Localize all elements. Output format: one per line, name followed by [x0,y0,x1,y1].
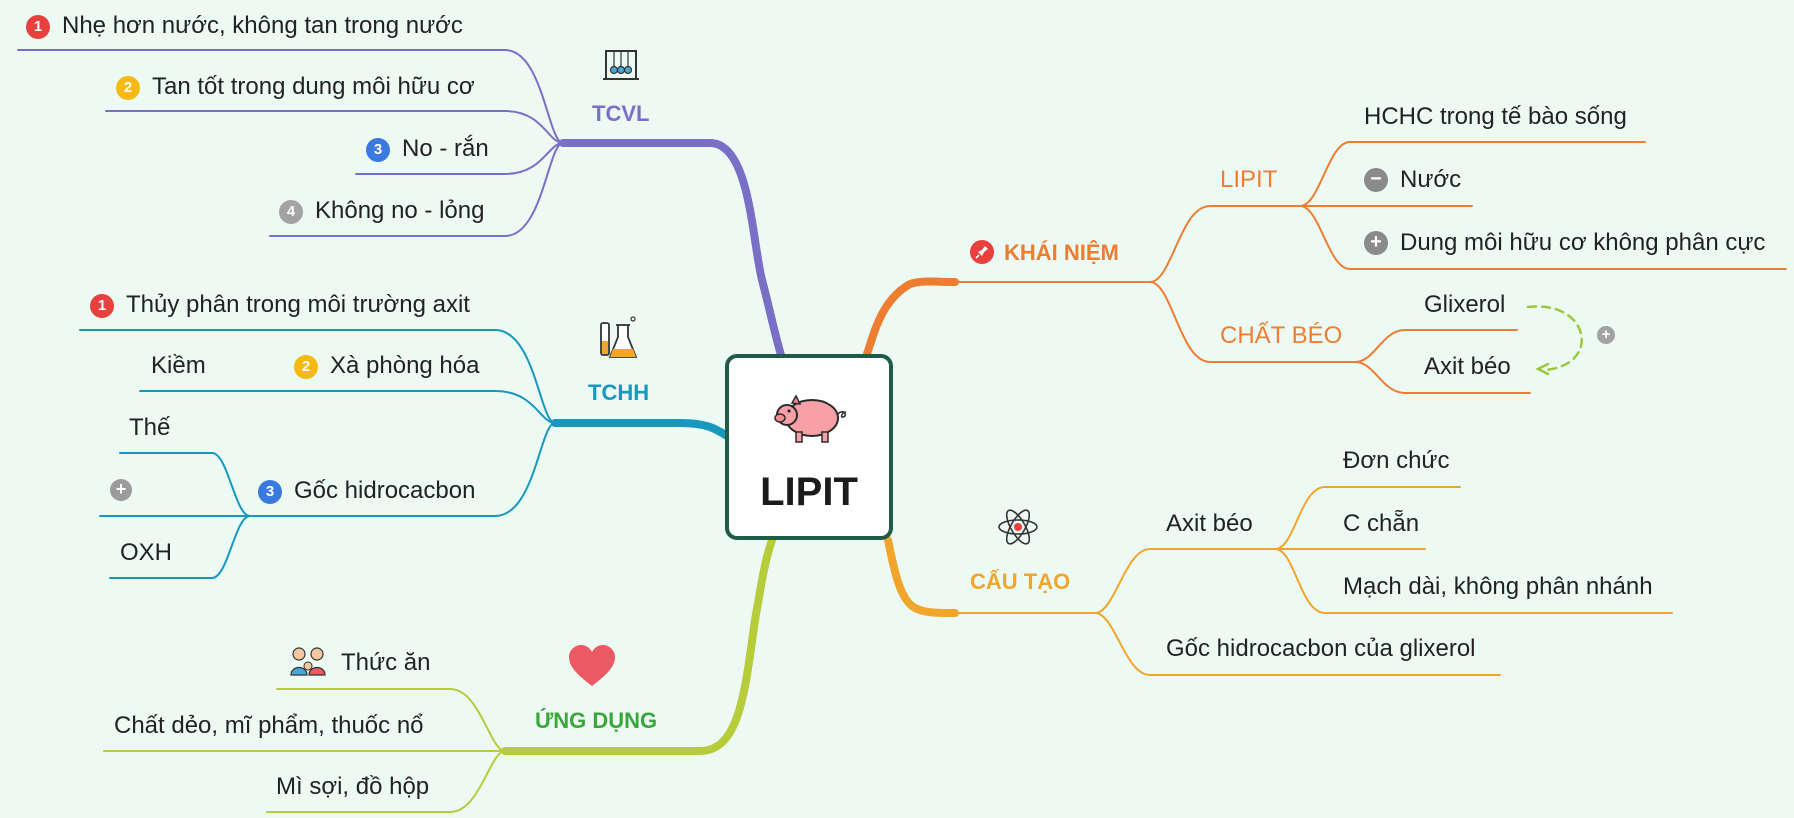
branch-label-tcvl[interactable]: TCVL [592,101,650,126]
chat-beo-item-axit-beo[interactable]: Axit béo [1424,353,1511,380]
cau-tao-axit-beo-label[interactable]: Axit béo [1166,510,1253,537]
branch-label-cau-tao[interactable]: CẤU TẠO [970,569,1071,594]
plus-circle-icon: + [1364,231,1388,255]
cau-tao-goc-hidrocacbon[interactable]: Gốc hidrocacbon của glixerol [1166,635,1476,662]
newtons-cradle-icon [603,50,639,80]
axit-beo-item-3[interactable]: Mạch dài, không phân nhánh [1343,573,1653,600]
tchh-subitem-the[interactable]: Thế [129,414,171,441]
axit-beo-item-2[interactable]: C chẵn [1343,510,1420,537]
relation-plus-icon[interactable]: + [1597,326,1615,344]
heart-icon [569,645,615,686]
khai-niem-chat-beo-label[interactable]: CHẤT BÉO [1220,322,1343,349]
branch-label-khai-niem[interactable]: KHÁI NIỆM [970,238,1119,268]
central-title: LIPIT [760,470,858,514]
number-3-icon: 3 [258,480,282,504]
number-2-icon: 2 [294,355,318,379]
axit-beo-item-1[interactable]: Đơn chức [1343,447,1450,474]
chemistry-flask-icon [600,316,638,358]
branch-label-ung-dung[interactable]: ỨNG DỤNG [535,708,658,733]
lipit-item-3[interactable]: +Dung môi hữu cơ không phân cực [1364,228,1765,258]
number-2-icon: 2 [116,76,140,100]
pig-icon [774,394,847,443]
ung-dung-item-3[interactable]: Mì sợi, đồ hộp [276,773,430,800]
minus-circle-icon: − [1364,168,1388,192]
khai-niem-lipit-label[interactable]: LIPIT [1220,166,1278,193]
ung-dung-item-2[interactable]: Chất dẻo, mĩ phẩm, thuốc nổ [114,712,424,739]
number-1-icon: 1 [26,15,50,39]
pin-icon [970,240,994,264]
chat-beo-item-glixerol[interactable]: Glixerol [1424,291,1506,318]
lipit-item-1[interactable]: HCHC trong tế bào sống [1364,103,1627,130]
family-icon [290,647,326,676]
atom-icon [998,509,1038,545]
number-1-icon: 1 [90,294,114,318]
plus-circle-icon[interactable]: + [110,479,132,501]
tchh-subitem-oxh[interactable]: OXH [120,539,173,566]
ung-dung-item-1[interactable]: Thức ăn [289,646,430,678]
tchh-subitem-kiem[interactable]: Kiềm [151,352,206,379]
central-node[interactable]: LIPIT [725,354,893,540]
number-4-icon: 4 [279,200,303,224]
branch-label-tchh[interactable]: TCHH [588,380,650,405]
number-3-icon: 3 [366,138,390,162]
lipit-item-2[interactable]: −Nước [1364,165,1461,195]
